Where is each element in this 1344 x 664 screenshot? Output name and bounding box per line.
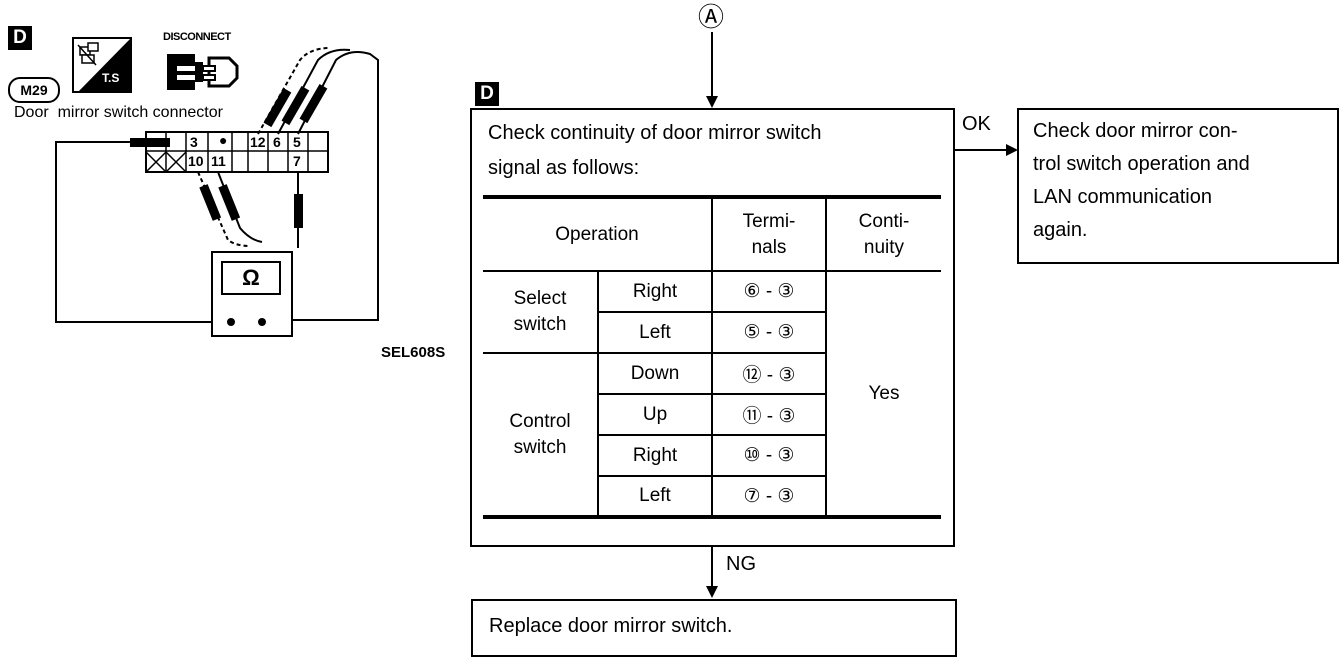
group-control-switch: Control switch bbox=[483, 352, 598, 519]
entry-marker-a: Ⓐ bbox=[698, 2, 725, 32]
header-operation: Operation bbox=[483, 195, 712, 271]
header-continuity: Conti- nuity bbox=[825, 195, 941, 271]
header-terminals-line2: nals bbox=[751, 236, 787, 258]
table-row: Select switch Right ⑥ - ③ Yes bbox=[483, 270, 941, 519]
pin-label-7: 7 bbox=[293, 153, 301, 169]
pin-label-3: 3 bbox=[190, 134, 198, 150]
direction-cell: Right bbox=[597, 434, 712, 476]
section-d-badge-flow: D bbox=[475, 82, 499, 106]
pin-label-5: 5 bbox=[293, 134, 301, 150]
pin-label-11: 11 bbox=[211, 153, 226, 169]
section-d-badge-left: D bbox=[8, 26, 32, 50]
header-terminals-line1: Termi- bbox=[742, 210, 796, 232]
test-switch-icon: T.S bbox=[72, 37, 132, 93]
ok-result-box bbox=[1017, 108, 1339, 264]
table-row: Left ⑤ - ③ bbox=[483, 311, 941, 353]
header-continuity-line1: Conti- bbox=[858, 210, 910, 232]
terminals-cell: ⑪ - ③ bbox=[711, 393, 826, 435]
continuity-cell: Yes bbox=[825, 270, 941, 519]
direction-cell: Up bbox=[597, 393, 712, 435]
table-row: Left ⑦ - ③ bbox=[483, 475, 941, 519]
ohmmeter-symbol: Ω bbox=[242, 265, 260, 290]
table-row: Control switch Down ⑫ - ③ bbox=[483, 352, 941, 519]
group-name-line2: switch bbox=[513, 436, 567, 458]
connector-id-badge: M29 bbox=[8, 77, 60, 103]
disconnect-connector-icon bbox=[163, 46, 243, 98]
disconnect-label: DISCONNECT bbox=[163, 31, 231, 43]
group-name-line1: Select bbox=[513, 288, 567, 309]
connector-id: M29 bbox=[20, 82, 48, 98]
wiring-diagram bbox=[55, 47, 379, 337]
ok-box-line2: trol switch operation and bbox=[1033, 153, 1250, 175]
direction-cell: Left bbox=[597, 311, 712, 353]
direction-cell: Down bbox=[597, 352, 712, 394]
ng-box-text: Replace door mirror switch. bbox=[489, 615, 733, 637]
ok-box-line4: again. bbox=[1033, 219, 1088, 241]
ok-label: OK bbox=[962, 113, 991, 135]
ts-label: T.S bbox=[102, 71, 120, 85]
terminals-cell: ⑤ - ③ bbox=[711, 311, 826, 353]
ok-box-line3: LAN communication bbox=[1033, 186, 1212, 208]
connector-caption: Door mirror switch connector bbox=[14, 104, 223, 121]
header-terminals: Termi- nals bbox=[711, 195, 826, 271]
ng-result-box bbox=[471, 599, 957, 657]
table-row: Right ⑩ - ③ bbox=[483, 434, 941, 476]
check-instruction-line1: Check continuity of door mirror switch bbox=[488, 122, 822, 144]
pin-label-dot: ● bbox=[219, 132, 228, 148]
pin-label-6: 6 bbox=[273, 134, 281, 150]
group-name-line1: Control bbox=[509, 410, 571, 432]
group-name-line2: switch bbox=[513, 314, 567, 335]
continuity-table: Operation Termi- nals Conti- nuity Selec… bbox=[483, 195, 941, 519]
terminals-cell: ⑦ - ③ bbox=[711, 475, 826, 519]
table-row: Up ⑪ - ③ bbox=[483, 393, 941, 435]
pin-label-12: 12 bbox=[250, 134, 266, 150]
direction-cell: Left bbox=[597, 475, 712, 519]
header-continuity-line2: nuity bbox=[863, 236, 905, 258]
ng-label: NG bbox=[726, 553, 756, 575]
direction-cell: Right bbox=[597, 270, 712, 312]
terminals-cell: ⑩ - ③ bbox=[711, 434, 826, 476]
group-select-switch: Select switch bbox=[483, 270, 598, 353]
terminals-cell: ⑥ - ③ bbox=[711, 270, 826, 312]
terminals-cell: ⑫ - ③ bbox=[711, 352, 826, 394]
figure-code: SEL608S bbox=[381, 344, 446, 361]
pin-label-10: 10 bbox=[188, 153, 204, 169]
check-instruction-line2: signal as follows: bbox=[488, 157, 640, 179]
table-header-row: Operation Termi- nals Conti- nuity bbox=[483, 195, 941, 271]
ok-box-line1: Check door mirror con- bbox=[1033, 120, 1238, 142]
